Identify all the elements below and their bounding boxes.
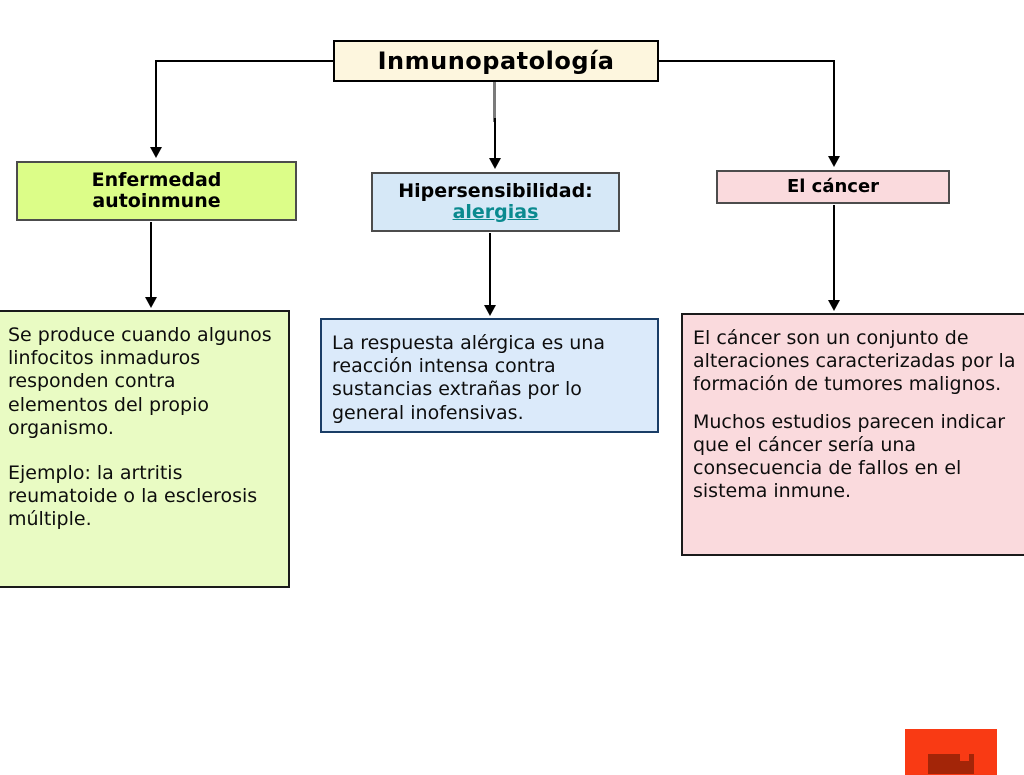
link-alergias[interactable]: alergias	[452, 201, 539, 223]
arrowhead-autoimmune-to-description	[145, 297, 157, 308]
node-hipersensibilidad-label: Hipersensibilidad: alergias	[398, 179, 593, 224]
red-block-notch-shape	[960, 754, 969, 761]
arrowhead-root-to-hypersensitivity	[489, 158, 501, 169]
node-el-cancer[interactable]: El cáncer	[716, 170, 950, 204]
panel-autoimmune-paragraph-2: Ejemplo: la artritis reumatoide o la esc…	[8, 461, 258, 531]
node-hipersensibilidad[interactable]: Hipersensibilidad: alergias	[371, 172, 620, 232]
connector-root-to-hypersensitivity-vertical	[494, 118, 496, 160]
panel-enfermedad-autoinmune-description: Se produce cuando algunos linfocitos inm…	[0, 310, 290, 588]
arrowhead-hypersensitivity-to-description	[484, 305, 496, 316]
node-enfermedad-autoinmune-line1: Enfermedad	[91, 168, 222, 191]
connector-root-to-hypersensitivity-upper	[493, 82, 496, 122]
node-el-cancer-label: El cáncer	[786, 175, 880, 197]
node-root-inmunopatologia[interactable]: Inmunopatología	[333, 40, 659, 82]
panel-allergy-paragraph-1: La respuesta alérgica es una reacción in…	[332, 332, 605, 424]
panel-cancer-paragraph-1: El cáncer son un conjunto de alteracione…	[693, 327, 1016, 396]
node-enfermedad-autoinmune-line2: autoinmune	[92, 190, 221, 212]
panel-autoimmune-paragraph-1: Se produce cuando algunos linfocitos inm…	[8, 324, 272, 439]
panel-cancer-paragraph-2: Muchos estudios parecen indicar que el c…	[693, 410, 1006, 503]
node-hipersensibilidad-line1: Hipersensibilidad:	[398, 179, 593, 202]
connector-root-to-autoimmune-vertical	[155, 60, 157, 148]
panel-el-cancer-description: El cáncer son un conjunto de alteracione…	[681, 313, 1024, 556]
arrowhead-cancer-to-description	[828, 300, 840, 311]
node-root-label: Inmunopatología	[377, 47, 615, 75]
connector-cancer-to-description	[833, 205, 835, 303]
connector-root-to-cancer-vertical	[833, 60, 835, 157]
panel-hipersensibilidad-description: La respuesta alérgica es una reacción in…	[320, 318, 659, 433]
connector-autoimmune-to-description	[150, 222, 152, 300]
arrowhead-root-to-autoimmune	[150, 147, 162, 158]
node-enfermedad-autoinmune[interactable]: Enfermedad autoinmune	[16, 161, 297, 221]
arrowhead-root-to-cancer	[828, 156, 840, 167]
connector-hypersensitivity-to-description	[489, 233, 491, 308]
node-enfermedad-autoinmune-label: Enfermedad autoinmune	[91, 168, 222, 213]
connector-root-to-autoimmune-horizontal	[155, 60, 335, 62]
connector-root-to-cancer-horizontal	[657, 60, 835, 62]
